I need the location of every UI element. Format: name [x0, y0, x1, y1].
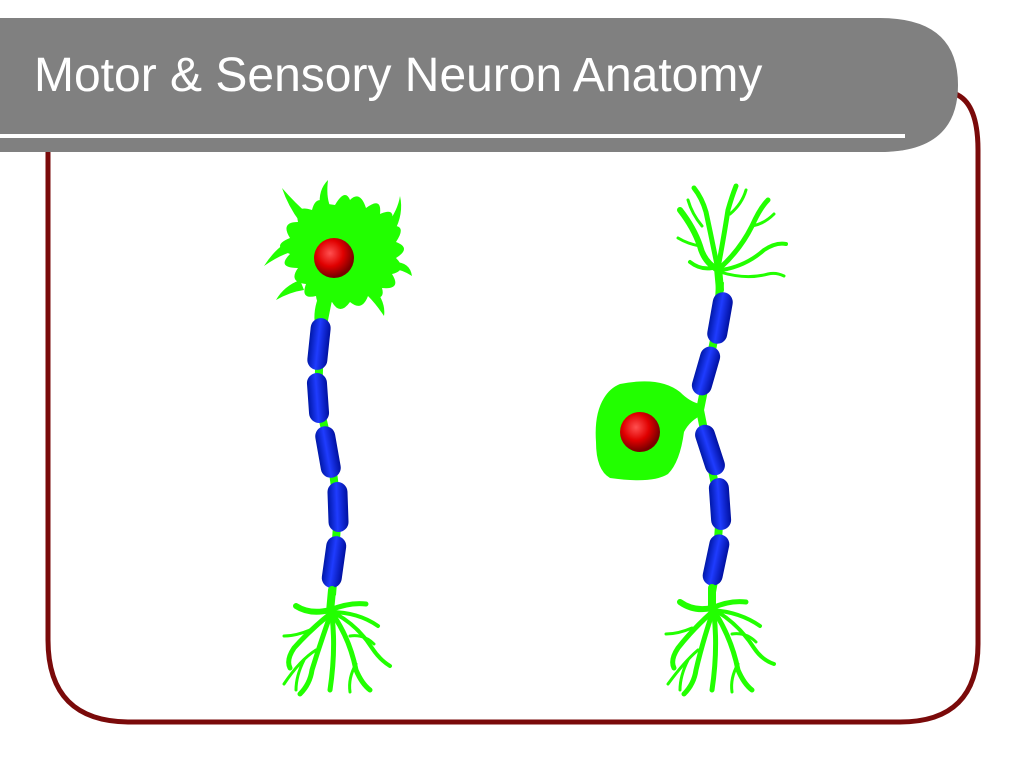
myelin-sheath: [327, 482, 349, 532]
motor-nucleus: [314, 238, 354, 278]
myelin-sheath: [321, 536, 347, 588]
myelin-sheath: [306, 373, 330, 423]
motor-axon-terminals: [282, 586, 392, 697]
motor-myelin-sheaths: [306, 318, 349, 588]
myelin-sheath: [307, 318, 331, 370]
myelin-sheath: [695, 424, 725, 476]
sensory-myelin-sheaths: [691, 292, 733, 586]
myelin-sheath: [702, 534, 730, 586]
title-bar: [0, 18, 958, 152]
myelin-sheath: [708, 478, 732, 530]
frame-border: [45, 89, 981, 725]
slide-title: Motor & Sensory Neuron Anatomy: [34, 49, 763, 102]
motor-neuron: [264, 180, 412, 697]
sensory-neuron: [595, 183, 788, 697]
myelin-sheath: [315, 426, 341, 478]
myelin-sheath: [707, 292, 733, 344]
sensory-nucleus: [620, 412, 660, 452]
sensory-dendrites: [676, 183, 788, 294]
myelin-sheath: [691, 346, 721, 396]
sensory-axon-terminals: [664, 584, 776, 697]
